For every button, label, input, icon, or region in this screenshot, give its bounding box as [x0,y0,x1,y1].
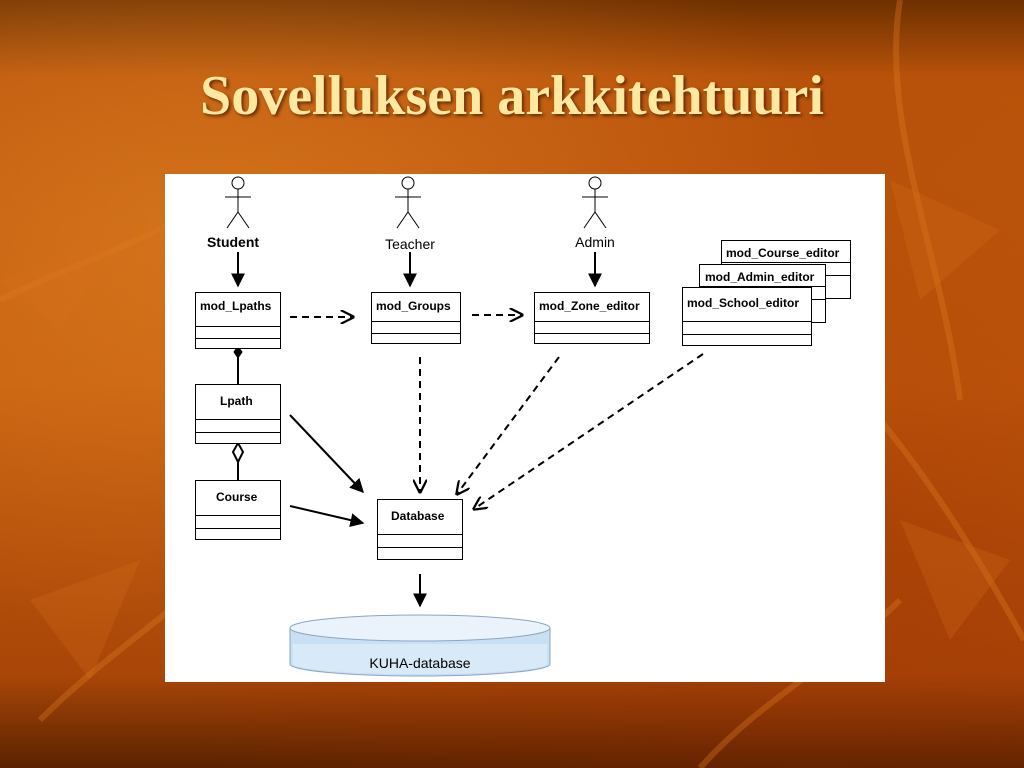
actor-label-student: Student [206,234,260,250]
class-lpath: Lpath [195,384,281,444]
class-mod-lpaths: mod_Lpaths [195,292,281,349]
class-name: mod_Admin_editor [700,265,825,287]
aggregation-diamond-icon [231,440,245,465]
class-mod-groups: mod_Groups [371,292,461,344]
class-name: Course [196,481,280,516]
class-name: mod_Lpaths [196,293,280,327]
actor-label-teacher: Teacher [385,236,435,252]
zone-to-database-arrow [457,356,560,494]
class-name: mod_Course_editor [722,241,850,263]
course-to-database-arrow [289,505,365,527]
lpath-to-database-arrow [289,414,364,494]
class-name: mod_Zone_editor [535,293,649,322]
editors-to-database-arrow [474,353,704,509]
class-database: Database [377,499,463,560]
kuha-database-label: KUHA-database [369,655,471,671]
kuha-database-cylinder-icon [289,614,551,677]
slide-title: Sovelluksen arkkitehtuuri [200,65,824,127]
actor-label-admin: Admin [575,234,615,250]
diagram-connectors [225,176,704,677]
student-actor-icon [225,176,251,229]
teacher-actor-icon [395,176,421,229]
composition-diamond-icon [233,345,243,359]
class-course: Course [195,480,281,540]
class-name: Database [378,500,462,535]
class-name: mod_School_editor [683,288,811,322]
class-name: mod_Groups [372,293,460,322]
class-name: Lpath [196,385,280,420]
class-mod-zone-editor: mod_Zone_editor [534,292,650,344]
admin-actor-icon [582,176,608,229]
class-mod-school-editor: mod_School_editor [682,287,812,346]
architecture-diagram: Student Teacher Admin mod_Course_editor … [165,174,885,682]
